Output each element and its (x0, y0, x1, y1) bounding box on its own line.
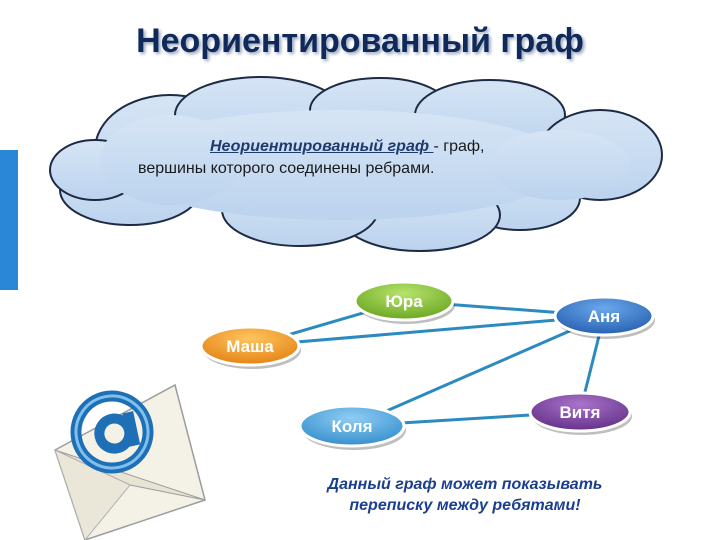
caption-line-2: переписку между ребятами! (349, 497, 581, 514)
graph-node-anya: Аня (553, 295, 655, 339)
graph-node-yura: Юра (353, 280, 455, 324)
definition-line-2: вершины которого соединены ребрами. (138, 160, 435, 177)
graph-node-masha: Маша (199, 325, 301, 369)
caption-line-1: Данный граф может показывать (327, 476, 603, 493)
side-accent-bar (0, 150, 18, 290)
definition-text: Неориентированный граф - граф, вершины к… (138, 136, 558, 180)
graph-node-label-vitya: Витя (560, 403, 601, 422)
graph-node-label-kolya: Коля (331, 417, 372, 436)
graph-edge-masha-anya (249, 314, 605, 348)
graph-edge-kolya-anya (351, 314, 605, 428)
caption: Данный граф может показывать переписку м… (300, 474, 630, 516)
graph-node-kolya: Коля (298, 404, 406, 450)
graph-node-label-masha: Маша (226, 337, 274, 356)
graph-node-label-anya: Аня (588, 307, 620, 326)
graph-node-label-yura: Юра (385, 292, 423, 311)
definition-after-term: - граф, (433, 138, 485, 155)
definition-term: Неориентированный граф (210, 138, 434, 155)
page-title: Неориентированный граф (136, 22, 584, 60)
graph-node-vitya: Витя (528, 391, 632, 435)
definition-line-1: Неориентированный граф - граф, (138, 136, 558, 158)
